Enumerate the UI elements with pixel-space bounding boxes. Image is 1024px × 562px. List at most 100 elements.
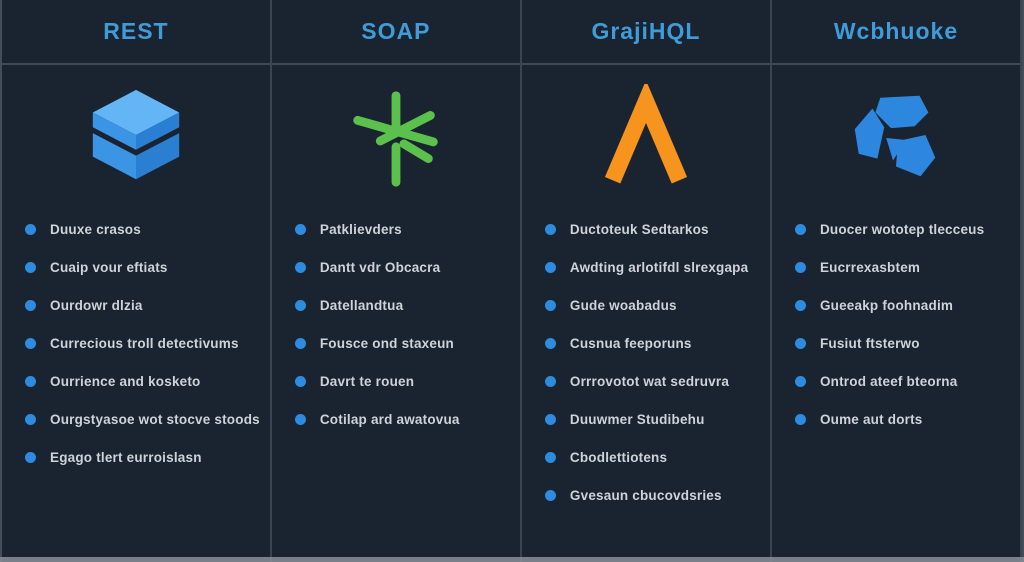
list-item: Fousce ond staxeun [294,333,510,354]
list-item: Ourdowr dlzia [25,295,260,316]
bullet-dot-icon [294,262,306,273]
list-item-label: Fousce ond staxeun [319,336,454,351]
column-title: REST [103,18,169,44]
bullet-dot-icon [25,338,36,349]
list-item: Ourrience and kosketo [25,371,260,392]
bullet-dot-icon [794,300,806,311]
list-item: Cbodlettiotens [544,447,760,468]
bullet-dot-icon [794,224,806,235]
list-item-label: Ductoteuk Sedtarkos [569,222,709,237]
bullet-dot-icon [25,452,36,463]
list-item-label: Davrt te rouen [319,374,415,389]
list-item: Dantt vdr Obcacra [294,257,510,278]
list-item: Cusnua feeporuns [544,333,760,354]
list-item-label: Ontrod ateef bteorna [819,374,958,389]
bullet-dot-icon [25,376,36,387]
list-item: Ductoteuk Sedtarkos [544,219,760,240]
list-item: Awdting arlotifdl slrexgapa [544,257,760,278]
asterisk-icon [353,91,438,187]
list-item: Duuwmer Studibehu [544,409,760,430]
list-item-label: Duocer wototep tlecceus [819,222,985,237]
bullet-dot-icon [25,262,36,273]
list-item: Eucrrexasbtem [794,257,1010,278]
icon-area [272,65,520,211]
list-item-label: Awdting arlotifdl slrexgapa [569,260,749,275]
list-item-label: Gude woabadus [569,298,677,313]
bullet-dot-icon [544,376,556,387]
bullet-dot-icon [544,338,556,349]
bullet-dot-icon [794,262,806,273]
bullet-dot-icon [294,414,306,425]
column-title: GrajiHQL [591,18,701,44]
bullet-dot-icon [294,224,306,235]
bullet-dot-icon [794,414,806,425]
list-item: Egago tlert eurroislasn [25,447,260,468]
list-item-label: Dantt vdr Obcacra [319,260,441,275]
bullet-dot-icon [25,300,36,311]
list-item-label: Ourrience and kosketo [50,374,201,389]
bullet-dot-icon [25,224,36,235]
list-item: Gude woabadus [544,295,760,316]
list-item-label: Gueeakp foohnadim [819,298,954,313]
list-item: Cuaip vour eftiats [25,257,260,278]
list-item-label: Orrrovotot wat sedruvra [569,374,730,389]
stacked-box-icon [92,89,180,180]
column-header: Wcbhuoke [771,0,1020,65]
list-item: Duocer wototep tlecceus [794,219,1010,240]
list-item-label: Egago tlert eurroislasn [50,450,202,465]
list-item: Oume aut dorts [794,409,1010,430]
column-header: REST [2,0,270,65]
column-header: GrajiHQL [521,0,770,65]
list-item: Orrrovotot wat sedruvra [544,371,760,392]
bullet-dot-icon [794,376,806,387]
bullet-dot-icon [544,300,556,311]
bullet-dot-icon [544,452,556,463]
list-item: Ourgstyasoe wot stocve stoods [25,409,260,430]
list-item-label: Fusiut ftsterwo [819,336,920,351]
list-item: Datellandtua [294,295,510,316]
icon-area [522,65,770,211]
list-item-label: Cbodlettiotens [569,450,668,465]
bullet-dot-icon [544,490,556,501]
list-item-label: Eucrrexasbtem [819,260,921,275]
column-header: SOAP [271,0,520,65]
list-item-label: Ourdowr dlzia [50,298,143,313]
column-title: SOAP [361,18,431,44]
bullet-dot-icon [294,338,306,349]
list-item: Fusiut ftsterwo [794,333,1010,354]
icon-area [772,65,1020,211]
list-item-label: Ourgstyasoe wot stocve stoods [50,412,260,427]
list-item: Gvesaun cbucovdsries [544,485,760,506]
bullet-dot-icon [544,262,556,273]
bullet-dot-icon [544,224,556,235]
bullet-dot-icon [794,338,806,349]
list-item: Cotilap ard awatovua [294,409,510,430]
list-item-label: Cuaip vour eftiats [50,260,168,275]
list-item: Gueeakp foohnadim [794,295,1010,316]
bullet-dot-icon [294,376,306,387]
chevron-up-icon [604,84,687,184]
column-title: Wcbhuoke [833,18,959,44]
list-item-label: Cusnua feeporuns [569,336,692,351]
list-item-label: Gvesaun cbucovdsries [569,488,722,503]
list-item-label: Patklievders [319,222,402,237]
recycle-icon [854,95,936,177]
bullet-dot-icon [294,300,306,311]
bottom-edge-strip [0,557,1024,562]
list-item-label: Oume aut dorts [819,412,923,427]
list-item-label: Datellandtua [319,298,404,313]
list-item: Davrt te rouen [294,371,510,392]
list-item: Patklievders [294,219,510,240]
icon-area [2,65,270,211]
list-item-label: Cotilap ard awatovua [319,412,460,427]
bullet-dot-icon [25,414,36,425]
list-item-label: Duuxe crasos [50,222,141,237]
